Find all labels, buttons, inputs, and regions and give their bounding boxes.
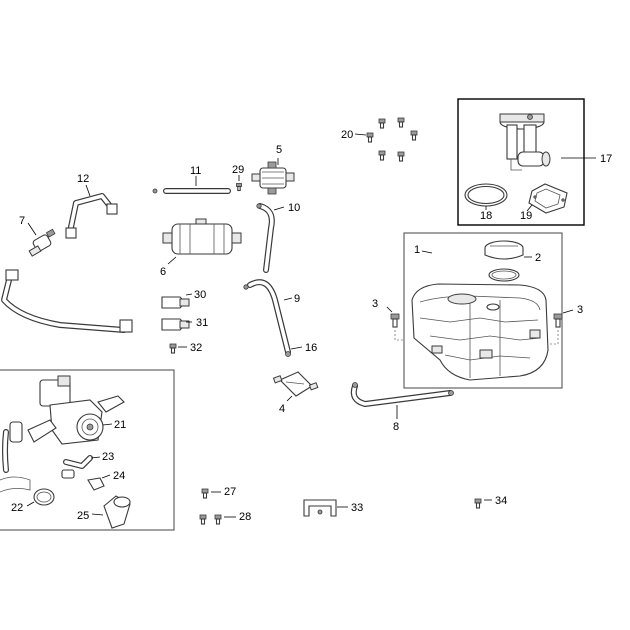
- gasket-icon: [464, 183, 508, 207]
- callout-5: 5: [276, 144, 282, 156]
- fuel-tank-inset-frame: [403, 232, 563, 389]
- callout-1: 1: [414, 244, 420, 256]
- clamp-icon: [161, 296, 190, 309]
- callout-19: 19: [520, 210, 532, 222]
- fuel-cock-assembly-icon: [0, 375, 125, 493]
- fuel-tank-icon: [411, 283, 549, 381]
- callout-17: 17: [600, 153, 612, 165]
- bolt-icon: [169, 343, 177, 354]
- bolt-icon: [553, 313, 563, 328]
- callout-22: 22: [11, 502, 23, 514]
- hose-icon: [152, 188, 231, 194]
- callout-31: 31: [196, 317, 208, 329]
- gasket-icon: [33, 488, 55, 506]
- fuel-cock-icon: [28, 228, 56, 257]
- hose-icon: [65, 193, 118, 239]
- fuel-filter-icon: [162, 218, 242, 255]
- hose-icon: [256, 203, 275, 273]
- fuel-cock-inset-frame: [0, 369, 175, 531]
- bolt-icon: [366, 132, 374, 143]
- callout-27: 27: [224, 486, 236, 498]
- callout-9: 9: [294, 293, 300, 305]
- hose-icon: [350, 382, 454, 407]
- callout-34: 34: [495, 495, 507, 507]
- callout-11: 11: [190, 165, 201, 177]
- callout-16: 16: [305, 342, 317, 354]
- fuel-cap-icon: [484, 240, 524, 282]
- bolt-icon: [201, 488, 209, 499]
- fuel-hose-fitting-icon: [61, 455, 93, 479]
- bolt-icon: [390, 313, 400, 328]
- fuel-strainer-icon: [103, 495, 131, 529]
- bolt-icon: [397, 117, 405, 128]
- bolt-icon: [397, 151, 405, 162]
- callout-6: 6: [160, 266, 166, 278]
- bolt-icon: [236, 183, 242, 192]
- callout-21: 21: [114, 419, 126, 431]
- callout-18: 18: [480, 210, 492, 222]
- gasket-plate-icon: [528, 183, 568, 214]
- fuel-pump-icon: [499, 113, 551, 171]
- callout-7: 7: [19, 215, 25, 227]
- callout-8: 8: [393, 421, 399, 433]
- callout-10: 10: [288, 202, 300, 214]
- callout-3-right: 3: [577, 304, 583, 316]
- callout-29: 29: [232, 164, 244, 176]
- bolt-icon: [214, 514, 222, 525]
- bolt-icon: [378, 118, 386, 129]
- bolt-icon: [474, 498, 482, 509]
- bolt-group-20: [366, 117, 418, 162]
- callout-28: 28: [239, 511, 251, 523]
- callout-20: 20: [341, 129, 353, 141]
- callout-2: 2: [535, 252, 541, 264]
- callout-3-left: 3: [372, 298, 378, 310]
- callout-24: 24: [113, 470, 125, 482]
- callout-25: 25: [77, 510, 89, 522]
- callout-23: 23: [102, 451, 114, 463]
- callout-32: 32: [190, 342, 202, 354]
- bracket-icon: [303, 499, 337, 517]
- callout-4: 4: [279, 403, 285, 415]
- fuel-pump-inset-frame: [457, 98, 585, 226]
- clamp-icon: [87, 477, 105, 491]
- clamp-icon: [161, 318, 190, 331]
- hose-icon: [243, 279, 291, 357]
- callout-12: 12: [77, 173, 89, 185]
- callout-33: 33: [351, 502, 363, 514]
- long-fuel-tube: [1, 269, 133, 333]
- bolt-icon: [410, 130, 418, 141]
- vacuum-fuel-pump-icon: [251, 161, 295, 195]
- callout-30: 30: [194, 289, 206, 301]
- bolt-icon: [378, 150, 386, 161]
- inline-filter-icon: [272, 371, 319, 397]
- bolt-icon: [199, 514, 207, 525]
